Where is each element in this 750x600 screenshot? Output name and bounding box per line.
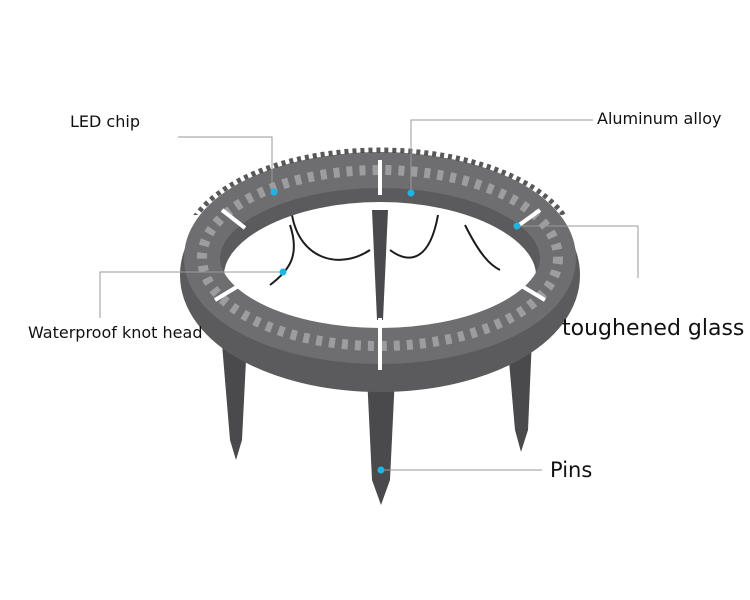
spike-back [372,210,388,320]
label-led-chip: LED chip [70,112,140,131]
leader-waterproof-knot-head [99,271,283,318]
spike-front [366,355,396,505]
label-pins: Pins [550,458,593,482]
marker-aluminum-alloy [407,189,415,197]
leader-led-chip [178,136,273,190]
label-aluminum-alloy: Aluminum alloy [597,109,722,128]
marker-waterproof-knot-head [279,268,287,276]
label-toughened-glass: toughened glass [562,316,745,341]
marker-led-chip [270,188,278,196]
leader-toughened-glass [517,225,639,278]
light-ring [180,147,580,392]
marker-pins [377,466,385,474]
leader-aluminum-alloy [410,119,593,190]
marker-dots [270,188,521,474]
leader-lines [99,119,639,471]
marker-toughened-glass [513,222,521,230]
label-waterproof-knot-head: Waterproof knot head [28,323,203,342]
